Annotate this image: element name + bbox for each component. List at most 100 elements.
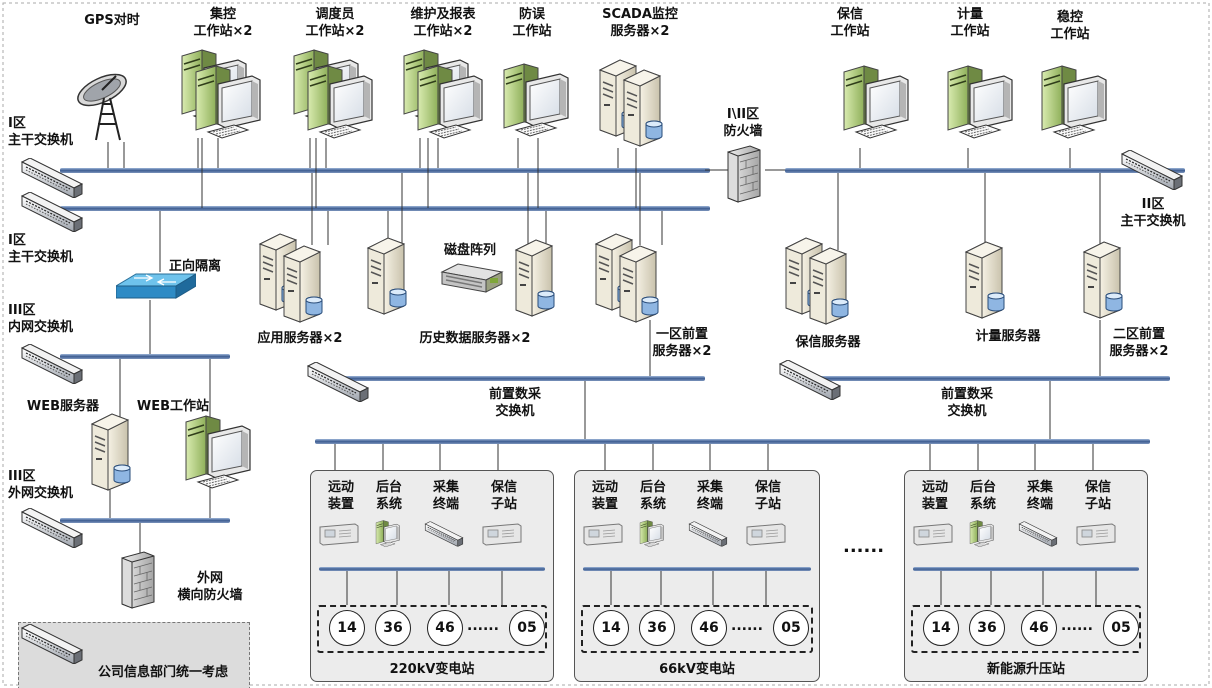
collection-terminal-icon[interactable] — [424, 519, 464, 549]
app-server-label: 应用服务器×2 — [257, 331, 343, 346]
substation-unit-label: 保信 子站 — [490, 480, 517, 512]
meter-node[interactable]: 05 — [773, 610, 809, 646]
backend-system-icon[interactable] — [961, 519, 1001, 549]
forward-isolation-icon[interactable] — [114, 272, 198, 302]
history-server-label: 历史数据服务器×2 — [419, 331, 531, 346]
zone3-outer-bus — [60, 518, 230, 523]
meter-node[interactable]: 14 — [329, 610, 365, 646]
gps-satellite-dish-icon — [68, 64, 138, 144]
front-switch-a-label: 前置数采 交换机 — [488, 387, 541, 419]
meter-node[interactable]: 46 — [427, 610, 463, 646]
substation-unit-label: 采集 终端 — [432, 480, 459, 512]
substation-bus — [913, 567, 1139, 605]
jikong-workstation-label: 集控 工作站×2 — [193, 7, 253, 39]
front2-server-icon[interactable] — [1080, 240, 1124, 320]
meter-ellipsis: ...... — [467, 618, 499, 634]
history-server-b-icon[interactable] — [512, 238, 556, 318]
front2-server-label: 二区前置 服务器×2 — [1109, 327, 1169, 359]
collection-terminal-icon[interactable] — [1018, 519, 1058, 549]
meter-node[interactable]: 46 — [1021, 610, 1057, 646]
jiliang-workstation-label: 计量 工作站 — [950, 7, 990, 39]
scada-server-icon[interactable] — [620, 68, 664, 148]
jiliang-workstation-icon[interactable] — [938, 62, 1018, 144]
jikong-workstation-icon[interactable] — [186, 62, 266, 144]
substation-unit-label: 远动 装置 — [327, 480, 354, 512]
zone3-inner-switch-label: III区 内网交换机 — [8, 303, 74, 335]
baoxin-substation-icon[interactable] — [1076, 519, 1116, 549]
front-bus-b — [800, 376, 1170, 381]
fangwu-workstation-icon[interactable] — [494, 60, 574, 142]
external-firewall-label: 外网 横向防火墙 — [177, 571, 243, 603]
baoxin-substation-icon[interactable] — [482, 519, 522, 549]
zone1-main-bus-a — [60, 168, 710, 173]
zone2-main-switch-label: II区 主干交换机 — [1120, 197, 1186, 229]
jiliang-server-label: 计量服务器 — [975, 329, 1041, 344]
diaoduyuan-workstation-label: 调度员 工作站×2 — [305, 7, 365, 39]
front-switch-b-icon[interactable] — [778, 360, 842, 400]
zone2-main-bus — [785, 168, 1185, 173]
zone1-main-switch-a-label: I区 主干交换机 — [8, 116, 74, 148]
front-trunk-bus — [315, 439, 1150, 444]
meter-ellipsis: ...... — [1061, 618, 1093, 634]
firewall-zone1-2-icon[interactable] — [726, 144, 762, 204]
baoxin-substation-icon[interactable] — [746, 519, 786, 549]
meter-node[interactable]: 36 — [969, 610, 1005, 646]
substation-unit-label: 后台 系统 — [969, 480, 996, 512]
zone1-main-switch-b-icon[interactable] — [20, 192, 84, 232]
meter-node[interactable]: 05 — [509, 610, 545, 646]
weihu-workstation-icon[interactable] — [408, 62, 488, 144]
firewall-zone1-2-label: I\II区 防火墙 — [723, 107, 763, 139]
baoxin-server-icon[interactable] — [806, 246, 850, 326]
telecontrol-device-icon[interactable] — [319, 519, 359, 549]
meter-node[interactable]: 05 — [1103, 610, 1139, 646]
front-bus-a — [340, 376, 705, 381]
telecontrol-device-icon[interactable] — [913, 519, 953, 549]
meter-node[interactable]: 14 — [923, 610, 959, 646]
substation-unit-label: 采集 终端 — [1026, 480, 1053, 512]
web-workstation-label: WEB工作站 — [136, 399, 210, 414]
backend-system-icon[interactable] — [631, 519, 671, 549]
meter-node[interactable]: 36 — [639, 610, 675, 646]
baoxin-workstation-label: 保信 工作站 — [830, 7, 870, 39]
backend-system-icon[interactable] — [367, 519, 407, 549]
isolation-label: 正向隔离 — [168, 259, 221, 274]
web-workstation-icon[interactable] — [176, 412, 256, 494]
telecontrol-device-icon[interactable] — [583, 519, 623, 549]
web-server-label: WEB服务器 — [26, 399, 100, 414]
zone3-outer-switch-icon[interactable] — [20, 508, 84, 548]
meter-group: 14 36 46 05...... — [317, 605, 547, 653]
disk-array-icon[interactable] — [440, 262, 504, 296]
collection-terminal-icon[interactable] — [688, 519, 728, 549]
history-server-a-icon[interactable] — [364, 236, 408, 316]
substation-unit-label: 保信 子站 — [1084, 480, 1111, 512]
jiliang-server-icon[interactable] — [962, 240, 1006, 320]
substation-unit-label: 后台 系统 — [375, 480, 402, 512]
front-switch-a-icon[interactable] — [306, 362, 370, 402]
company-switch-icon[interactable] — [20, 624, 84, 664]
front1-server-icon[interactable] — [616, 244, 660, 324]
company-label: 公司信息部门统一考虑 — [97, 665, 228, 680]
zone2-main-switch-icon[interactable] — [1120, 150, 1184, 190]
substation-bus — [583, 567, 811, 605]
app-server-icon[interactable] — [280, 244, 324, 324]
wenkong-workstation-icon[interactable] — [1032, 62, 1112, 144]
gps-label: GPS对时 — [84, 13, 140, 28]
external-firewall-icon[interactable] — [120, 550, 156, 610]
meter-node[interactable]: 14 — [593, 610, 629, 646]
zone3-inner-switch-icon[interactable] — [20, 344, 84, 384]
baoxin-workstation-icon[interactable] — [834, 62, 914, 144]
meter-node[interactable]: 46 — [691, 610, 727, 646]
more-substations-ellipsis: ...... — [843, 536, 885, 557]
diaoduyuan-workstation-icon[interactable] — [298, 62, 378, 144]
substation-unit-label: 远动 装置 — [921, 480, 948, 512]
front-switch-b-label: 前置数采 交换机 — [940, 387, 993, 419]
scada-server-label: SCADA监控 服务器×2 — [602, 7, 678, 39]
zone1-main-bus-b — [60, 206, 710, 211]
meter-node[interactable]: 36 — [375, 610, 411, 646]
substation-unit-label: 采集 终端 — [696, 480, 723, 512]
substation-unit-label: 远动 装置 — [591, 480, 618, 512]
